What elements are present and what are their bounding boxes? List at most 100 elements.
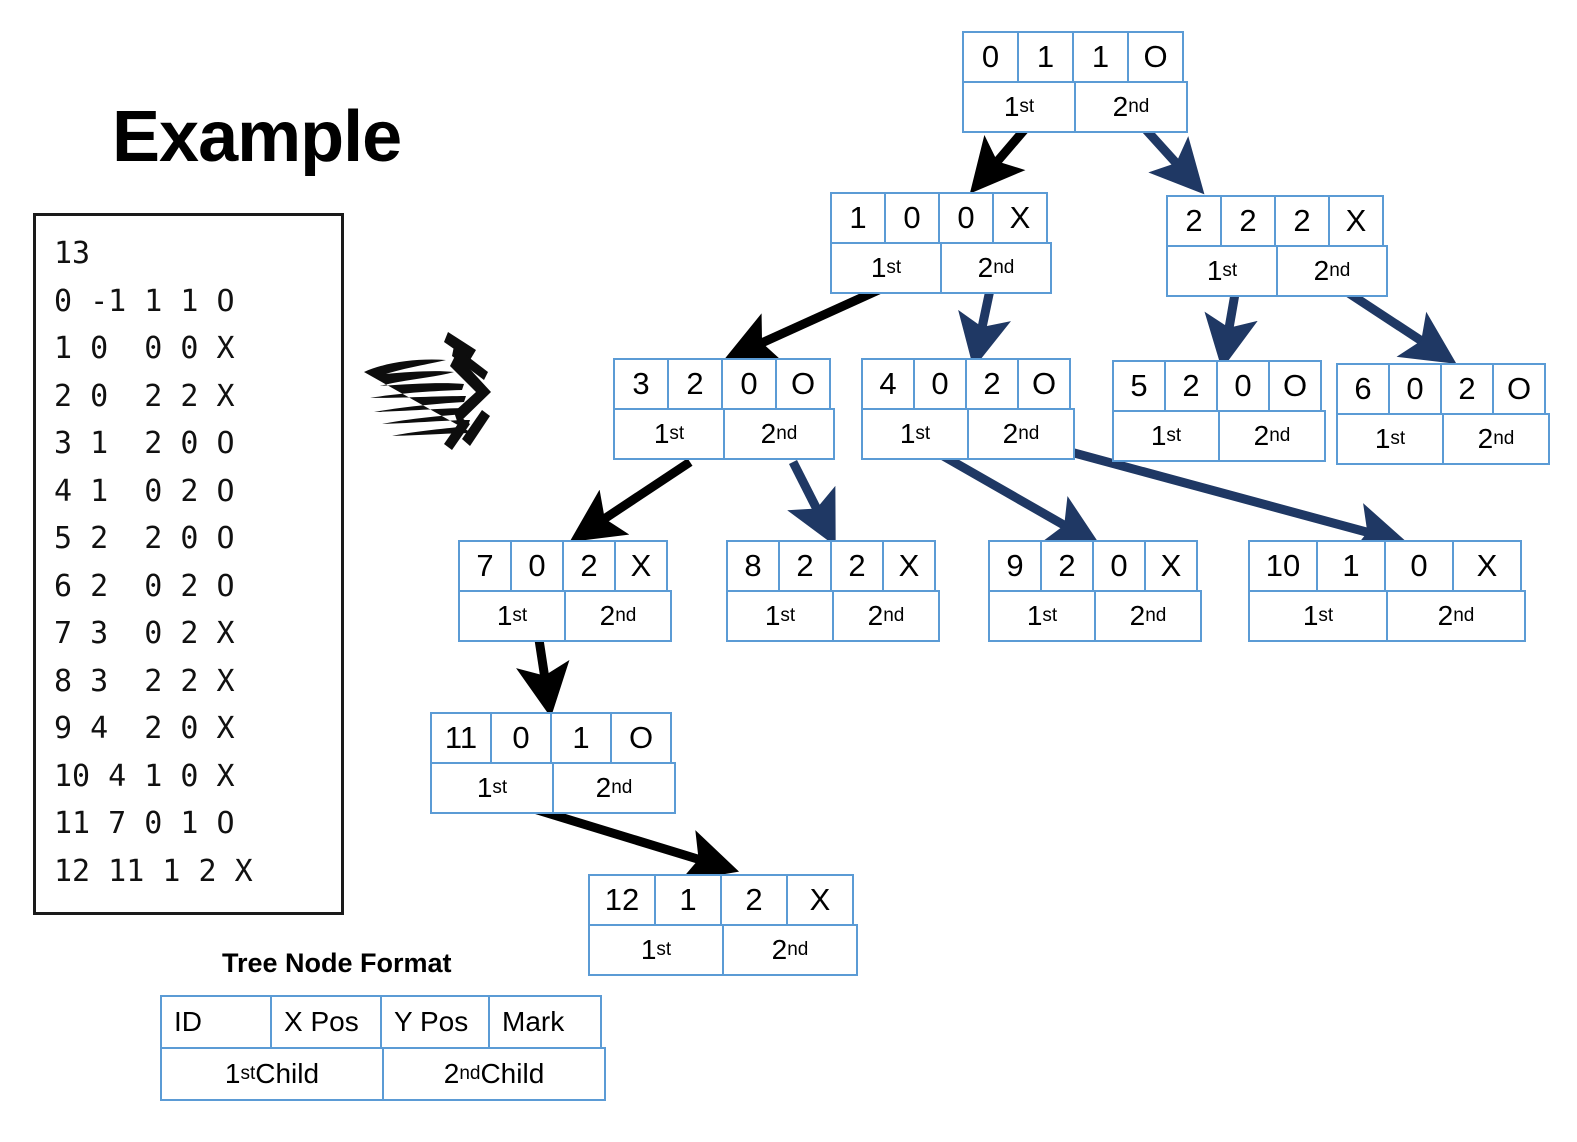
first-child-num: 1 — [653, 418, 670, 449]
legend-header-xpos: X Pos — [270, 995, 382, 1049]
node-7-ypos: 2 — [562, 540, 616, 592]
second-child-num: 2 — [1313, 255, 1330, 286]
node-1-id: 1 — [830, 192, 886, 244]
node-9-ypos: 0 — [1092, 540, 1146, 592]
legend-first-child-word: Child — [255, 1058, 320, 1089]
brush-arrow-icon — [358, 294, 493, 499]
second-child-num: 2 — [599, 600, 616, 631]
node-9-xpos: 2 — [1040, 540, 1094, 592]
node-7-mark: X — [614, 540, 668, 592]
input-list-text: 13 0 -1 1 1 O 1 0 0 0 X 2 0 2 2 X 3 1 2 … — [54, 236, 253, 889]
first-child-num: 1 — [496, 600, 513, 631]
node-11-ypos: 1 — [550, 712, 612, 764]
node-4-xpos: 0 — [913, 358, 967, 410]
second-child-num: 2 — [867, 600, 884, 631]
first-child-num: 1 — [1026, 600, 1043, 631]
first-child-num: 1 — [870, 252, 887, 283]
node-7-id: 7 — [458, 540, 512, 592]
node-8-mark: X — [882, 540, 936, 592]
node-12-ypos: 2 — [720, 874, 788, 926]
edge-1-4 — [958, 284, 1011, 369]
first-child-num: 1 — [899, 418, 916, 449]
node-6-id: 6 — [1336, 363, 1390, 415]
node-7-xpos: 0 — [510, 540, 564, 592]
node-5-id: 5 — [1112, 360, 1166, 412]
second-child-num: 2 — [977, 252, 994, 283]
legend-header-id: ID — [160, 995, 272, 1049]
second-child-num: 2 — [1112, 91, 1129, 122]
first-child-num: 1 — [640, 934, 657, 965]
edge-4-9 — [935, 449, 1101, 547]
node-5-mark: O — [1268, 360, 1322, 412]
legend-header-ypos: Y Pos — [380, 995, 490, 1049]
node-9-id: 9 — [988, 540, 1042, 592]
node-8-id: 8 — [726, 540, 780, 592]
node-0-ypos: 1 — [1072, 31, 1129, 83]
node-4-ypos: 2 — [965, 358, 1019, 410]
node-11-mark: O — [610, 712, 672, 764]
edge-3-7 — [569, 458, 693, 542]
first-child-num: 1 — [1374, 423, 1391, 454]
node-3-id: 3 — [613, 358, 669, 410]
node-1-mark: X — [992, 192, 1048, 244]
node-2-xpos: 2 — [1220, 195, 1276, 247]
edge-7-11 — [516, 632, 570, 718]
first-child-num: 1 — [1003, 91, 1020, 122]
first-child-num: 1 — [764, 600, 781, 631]
node-6-mark: O — [1492, 363, 1546, 415]
node-10-ypos: 0 — [1384, 540, 1454, 592]
node-3-ypos: 0 — [721, 358, 777, 410]
node-6-xpos: 0 — [1388, 363, 1442, 415]
legend-second-child-num: 2 — [443, 1058, 460, 1089]
node-10-mark: X — [1452, 540, 1522, 592]
first-child-num: 1 — [1150, 420, 1167, 451]
node-0-mark: O — [1127, 31, 1184, 83]
node-2-id: 2 — [1166, 195, 1222, 247]
node-8-xpos: 2 — [778, 540, 832, 592]
second-child-num: 2 — [1437, 600, 1454, 631]
first-child-num: 1 — [1302, 600, 1319, 631]
node-1-xpos: 0 — [884, 192, 940, 244]
node-9-mark: X — [1144, 540, 1198, 592]
